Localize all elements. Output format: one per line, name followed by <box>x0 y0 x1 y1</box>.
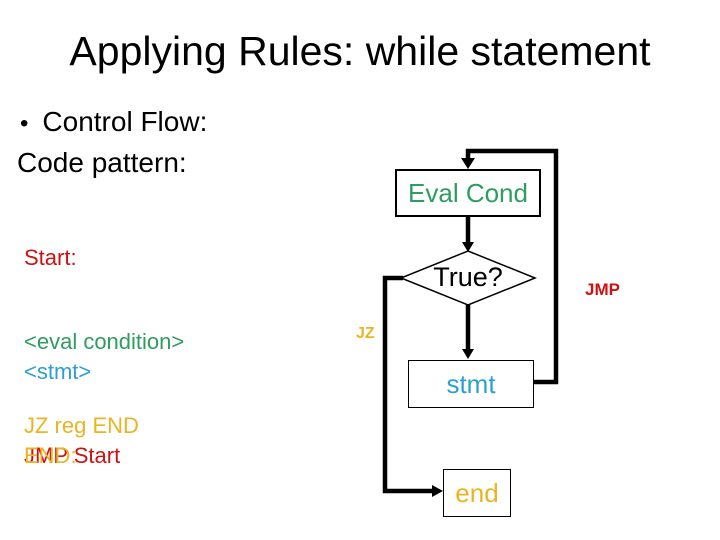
flow-node-stmt: stmt <box>408 360 534 408</box>
code-pattern-heading: Code pattern: <box>17 147 187 178</box>
code-block-end: END: <box>24 386 77 526</box>
flow-node-end: end <box>443 469 511 517</box>
flow-node-decision-label: True? <box>433 262 503 292</box>
arrow-down-into-eval-icon <box>461 158 475 169</box>
arrow-down-into-stmt-icon <box>462 349 474 359</box>
code-line-jz-reg-end: JZ reg END <box>24 413 139 438</box>
jz-edge-label: JZ <box>356 325 375 342</box>
code-line-jmp-start: JMP Start <box>24 443 121 468</box>
arrow-right-into-end-icon <box>432 485 443 497</box>
loop-back-line <box>465 148 559 385</box>
bullet-line: • Control Flow: <box>20 106 207 138</box>
flow-node-eval-cond: Eval Cond <box>395 169 541 217</box>
flow-node-eval-cond-label: Eval Cond <box>408 177 528 208</box>
flow-node-end-label: end <box>455 477 499 508</box>
false-branch-line <box>382 275 433 494</box>
flow-node-stmt-label: stmt <box>446 368 496 399</box>
slide-title: Applying Rules: while statement <box>69 27 651 74</box>
code-line-stmt: <stmt> <box>24 359 92 384</box>
bullet-text: Control Flow: <box>42 106 208 137</box>
code-line-start: Start: <box>24 245 77 270</box>
code-line-eval-condition: <eval condition> <box>24 329 185 354</box>
arrow-down-into-decision-icon <box>462 242 474 252</box>
jmp-edge-label: JMP <box>585 280 620 299</box>
code-line-end-label: END: <box>24 443 77 468</box>
bullet-icon: • <box>20 110 29 137</box>
code-block-start: Start: <eval condition> JZ reg END <box>24 188 184 496</box>
code-block-body: <stmt> JMP Start <box>24 302 120 526</box>
